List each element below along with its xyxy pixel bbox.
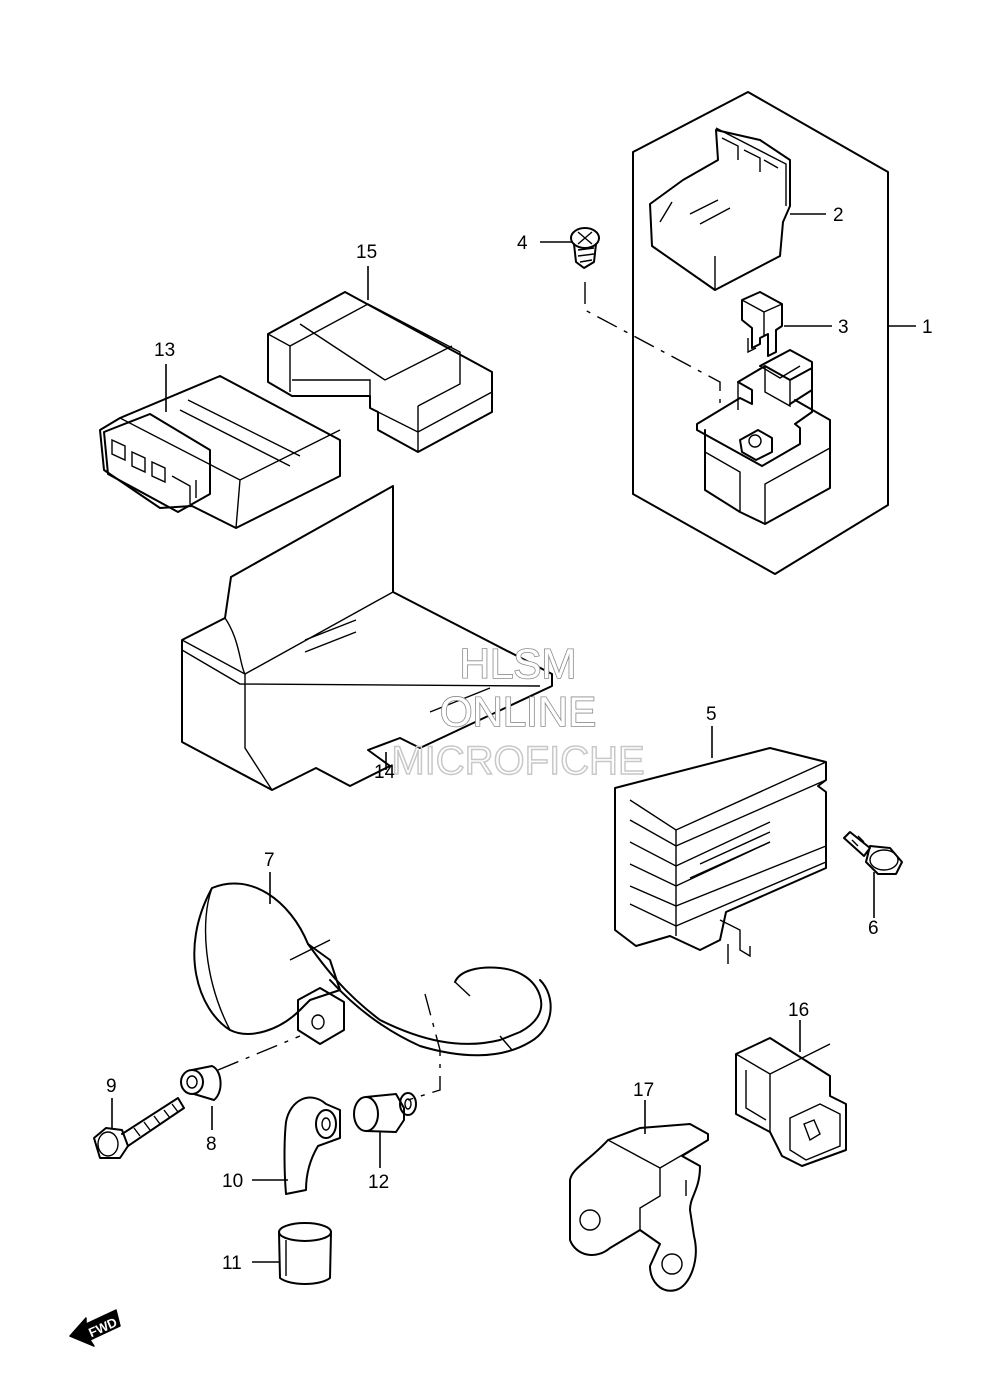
callout-2: 2 xyxy=(833,205,844,226)
callout-8: 8 xyxy=(206,1134,217,1155)
assembly-line-collar xyxy=(217,1035,301,1071)
fwd-label: FWD xyxy=(86,1314,119,1340)
leader-lines xyxy=(111,213,916,1263)
callout-9: 9 xyxy=(106,1076,117,1097)
part-15-case[interactable] xyxy=(267,291,493,453)
callout-14: 14 xyxy=(374,762,396,783)
part-8-collar[interactable] xyxy=(180,1065,222,1101)
callout-6: 6 xyxy=(868,918,879,939)
watermark: HLSM ONLINE MICROFICHE xyxy=(391,639,646,784)
callout-16: 16 xyxy=(788,1000,809,1021)
watermark-line-2: ONLINE xyxy=(440,688,596,735)
part-10-plug-cap[interactable] xyxy=(283,1096,341,1195)
part-16-connector[interactable] xyxy=(735,1037,847,1167)
part-9-bolt[interactable] xyxy=(93,1097,185,1159)
part-5-regulator-rectifier[interactable] xyxy=(614,747,827,964)
callout-3: 3 xyxy=(838,317,849,338)
callout-12: 12 xyxy=(368,1172,389,1193)
part-3-fuse[interactable] xyxy=(741,291,783,357)
part-13-ecm-unit[interactable] xyxy=(99,375,341,529)
callout-15: 15 xyxy=(356,242,377,263)
part-2-relay-cover[interactable] xyxy=(649,127,791,291)
part-17-bracket[interactable] xyxy=(569,1123,709,1292)
part-11-cap[interactable] xyxy=(278,1222,332,1285)
assembly-line-4 xyxy=(584,282,721,410)
fwd-arrow-icon: FWD xyxy=(69,1309,121,1347)
callout-4: 4 xyxy=(517,233,528,254)
callout-11: 11 xyxy=(222,1253,242,1274)
part-4-screw[interactable] xyxy=(570,227,600,269)
callout-1: 1 xyxy=(922,317,933,338)
callout-10: 10 xyxy=(222,1171,243,1192)
part-7-ignition-coil[interactable] xyxy=(193,882,552,1057)
assembly-outline-1 xyxy=(632,91,889,575)
callout-5: 5 xyxy=(706,704,717,725)
callout-7: 7 xyxy=(264,850,275,871)
part-6-bolt[interactable] xyxy=(843,831,903,875)
watermark-line-3: MICROFICHE xyxy=(391,739,644,783)
assembly-line-coil xyxy=(407,993,441,1101)
callout-13: 13 xyxy=(154,340,175,361)
part-14-tray[interactable] xyxy=(181,485,553,791)
watermark-line-1: HLSM xyxy=(460,640,577,687)
part-12-rubber-cap[interactable] xyxy=(353,1092,417,1133)
callout-17: 17 xyxy=(633,1080,654,1101)
part-1-starter-relay[interactable] xyxy=(696,349,831,525)
